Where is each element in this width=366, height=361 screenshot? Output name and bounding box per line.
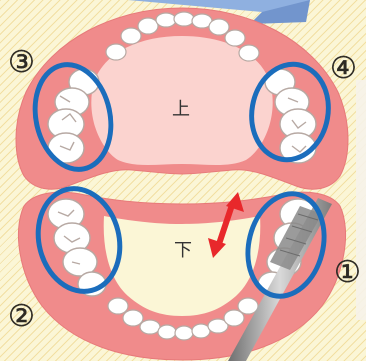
zone-label-2: ② xyxy=(8,302,35,332)
lower-jaw-label: 下 xyxy=(174,236,192,262)
zone-label-4: ④ xyxy=(330,54,357,84)
upper-jaw-label: 上 xyxy=(172,95,190,121)
zone-label-3: ③ xyxy=(8,48,35,78)
zone-label-1: ① xyxy=(334,258,361,288)
